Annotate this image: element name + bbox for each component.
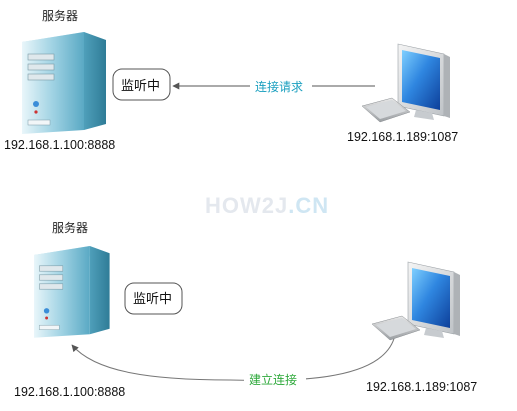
connect-label: 建立连接 <box>249 372 297 387</box>
connect-arrow: 建立连接 <box>71 334 396 387</box>
server-icon <box>22 32 106 134</box>
listening-bubble: 监听中 <box>124 282 183 315</box>
client-ip: 192.168.1.189:1087 <box>347 130 458 144</box>
computer-icon <box>371 261 460 341</box>
client-ip: 192.168.1.189:1087 <box>366 380 477 394</box>
top-scene: 服务器 192.168.1.100:8888 监听中 连接请求 <box>4 8 458 152</box>
watermark: HOW2J.CN <box>205 193 329 218</box>
request-arrow: 连接请求 <box>172 78 375 94</box>
listening-bubble: 监听中 <box>112 68 171 101</box>
bubble-text: 监听中 <box>133 292 172 307</box>
server-label: 服务器 <box>42 8 78 23</box>
server-label: 服务器 <box>52 220 88 235</box>
server-icon <box>34 246 110 338</box>
bottom-scene: 服务器 监听中 建立连接 <box>14 220 477 399</box>
computer-icon <box>361 43 450 123</box>
server-ip: 192.168.1.100:8888 <box>4 138 115 152</box>
server-ip: 192.168.1.100:8888 <box>14 385 125 399</box>
request-label: 连接请求 <box>255 79 303 94</box>
bubble-text: 监听中 <box>121 79 160 94</box>
